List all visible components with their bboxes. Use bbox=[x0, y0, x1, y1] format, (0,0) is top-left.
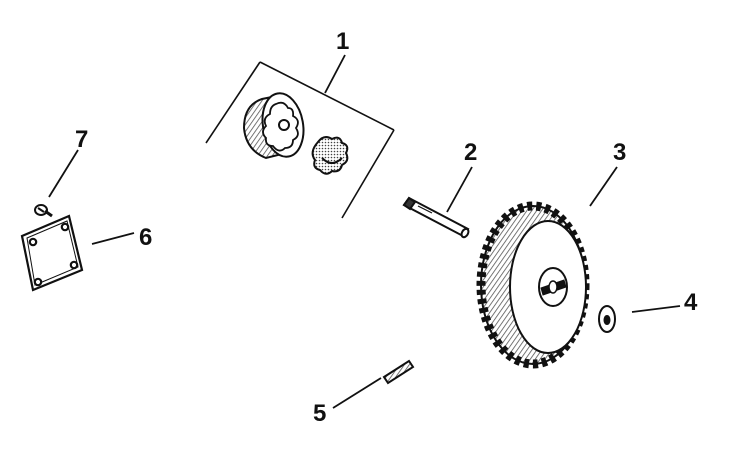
screw bbox=[34, 204, 53, 218]
leader-7 bbox=[48, 149, 79, 198]
leader-6 bbox=[91, 232, 135, 245]
drive-shaft bbox=[402, 196, 470, 239]
callout-7: 7 bbox=[75, 126, 89, 153]
drive-gear bbox=[476, 201, 590, 369]
outer-rotor bbox=[242, 92, 305, 160]
leader-4 bbox=[631, 305, 681, 313]
inner-rotor bbox=[311, 136, 349, 175]
rotor-set-frame bbox=[205, 61, 395, 219]
cover-plate bbox=[20, 214, 84, 292]
callout-2: 2 bbox=[464, 139, 478, 166]
leader-2 bbox=[446, 166, 473, 213]
leader-5 bbox=[332, 377, 382, 409]
leader-1 bbox=[324, 54, 346, 94]
callout-4: 4 bbox=[684, 289, 698, 316]
callout-1: 1 bbox=[336, 28, 350, 55]
callout-6: 6 bbox=[139, 224, 153, 251]
leader-lines bbox=[48, 54, 681, 409]
pin bbox=[382, 359, 415, 385]
callout-5: 5 bbox=[313, 400, 327, 427]
leader-3 bbox=[589, 166, 618, 207]
callout-3: 3 bbox=[613, 139, 627, 166]
washer bbox=[598, 305, 616, 333]
